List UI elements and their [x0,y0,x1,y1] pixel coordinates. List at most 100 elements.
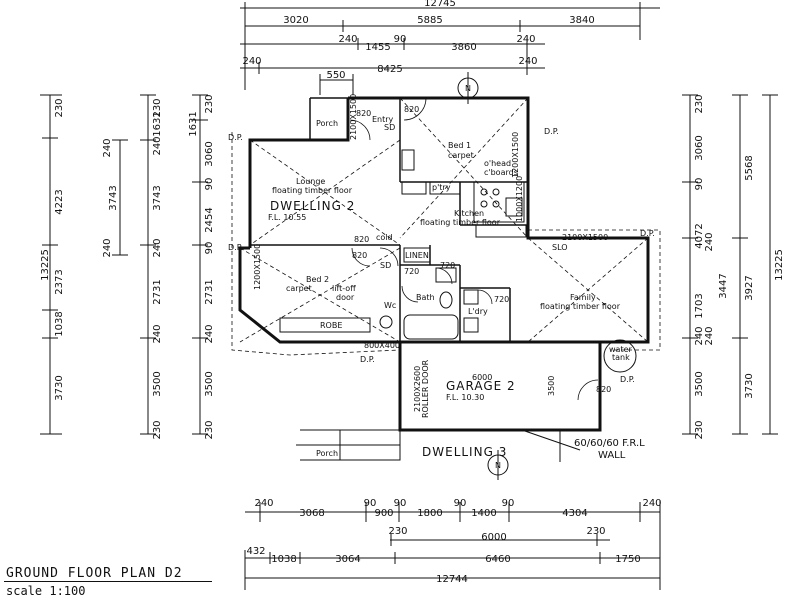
label-window2: 1200X1500 [511,132,520,178]
label-d3500: 3500 [547,376,556,396]
right-dim-4: 4072 [694,223,705,248]
bot-dim-19: 1750 [615,554,640,565]
label-dp-1: D.P. [228,133,243,142]
bot-dim-17: 3064 [335,554,360,565]
label-overhead: o'head [484,159,511,168]
left-dim-20: 3060 [204,141,215,166]
left-dim-16: 3500 [152,371,163,396]
label-door: door [336,293,355,302]
label-porch-bottom: Porch [316,449,338,458]
room-labels: Porch Entry Bed 1 carpet o'head c'boards… [228,84,655,470]
right-dim-9: 5568 [744,155,755,180]
top-dim-2: 5885 [417,15,442,26]
left-dim-19: 1631 [188,111,199,136]
label-linen: LINEN [405,251,429,260]
top-dim-3: 3840 [569,15,594,26]
label-bed2-floor: carpet [286,284,312,293]
right-dim-8: 230 [694,420,705,439]
bottom-dimensions [244,500,661,590]
label-bed1-floor: carpet [448,151,474,160]
label-d720a: 720 [404,267,419,276]
label-bed1: Bed 1 [448,141,471,150]
label-bed2: Bed 2 [306,275,329,284]
bot-dim-9: 90 [502,498,515,509]
bot-dim-13: 6000 [481,532,506,543]
left-dim-8: 240 [102,238,113,257]
label-win-small: 800X400 [364,341,400,350]
door-swings [349,97,599,401]
label-kitchen: Kitchen [454,209,484,218]
bot-dim-18: 6460 [485,554,510,565]
label-sd-2: SD [380,261,391,270]
label-dp-4: D.P. [640,229,655,238]
left-dim-7: 240 [102,138,113,157]
top-dim-6: 90 [394,34,407,45]
right-dim-11: 3447 [718,273,729,298]
bot-dim-15: 432 [246,546,265,557]
label-dp-5: D.P. [360,355,375,364]
dwelling3-outline [296,429,581,462]
label-fl1: F.L. 10.55 [268,213,306,222]
label-d820e: 820 [596,385,611,394]
north-arrow-bottom [487,450,509,480]
top-overall: 12745 [424,0,456,9]
top-dim-5: 1455 [365,42,390,53]
right-dim-3: 90 [694,178,705,191]
label-water: water [609,345,633,354]
label-ldry: L'dry [468,307,488,316]
top-dim-1: 3020 [283,15,308,26]
right-dim-10: 240 [704,232,715,251]
label-d720b: 720 [440,261,455,270]
top-dim-11: 240 [518,56,537,67]
label-family: Family [570,293,596,302]
label-roller-size: 2100X2600 [413,366,422,412]
north-arrow-top [457,72,479,104]
label-robe: ROBE [320,321,342,330]
label-wc: Wc [384,301,396,310]
right-dim-5: 1703 [694,293,705,318]
top-dim-4: 240 [338,34,357,45]
right-dimensions [682,94,778,435]
label-pantry: p'try [432,183,451,192]
left-dim-1: 230 [54,98,65,117]
right-dim-14: 3730 [744,373,755,398]
bottom-dimension-labels: 240 3068 90 900 90 1800 90 1400 90 4304 … [246,498,661,585]
left-dim-10: 1631 [152,111,163,136]
right-dim-12: 3927 [744,275,755,300]
bot-dim-1: 240 [254,498,273,509]
left-dim-9: 230 [152,98,163,117]
left-dim-2: 4223 [54,189,65,214]
label-bath: Bath [416,293,435,302]
label-liftoff: lift-off [332,284,356,293]
left-dim-25: 240 [204,324,215,343]
label-dp-3: D.P. [228,243,243,252]
left-dimension-labels: 230 4223 2373 1038 3730 13225 3743 240 2… [40,94,215,439]
left-dim-14: 2731 [152,279,163,304]
right-dim-7: 3500 [694,371,705,396]
label-dwelling3: DWELLING 3 [422,445,507,459]
plan-scale: scale 1:100 [6,584,86,598]
top-dim-8: 240 [516,34,535,45]
left-dim-26: 3500 [204,371,215,396]
left-dim-15: 240 [152,324,163,343]
bot-dim-3: 90 [364,498,377,509]
left-dim-18: 230 [204,94,215,113]
label-d820d: 820 [352,251,367,260]
left-dim-17: 230 [152,420,163,439]
bot-dim-8: 1400 [471,508,496,519]
label-d820b: 820 [404,105,419,114]
left-dim-4: 1038 [54,311,65,336]
top-dim-10: 8425 [377,64,402,75]
bot-dim-6: 1800 [417,508,442,519]
bot-dim-4: 900 [374,508,393,519]
label-cold: cold [376,233,393,242]
right-dimension-labels: 230 3060 90 4072 1703 240 3500 230 5568 … [694,94,785,439]
label-window5: 1200X1500 [253,244,262,290]
label-garage: GARAGE 2 [446,379,516,393]
label-family-floor: floating timber floor [540,302,621,311]
label-tank: tank [612,353,630,362]
fixtures [279,149,637,373]
left-dim-11: 240 [152,136,163,155]
bot-dim-14: 230 [586,526,605,537]
